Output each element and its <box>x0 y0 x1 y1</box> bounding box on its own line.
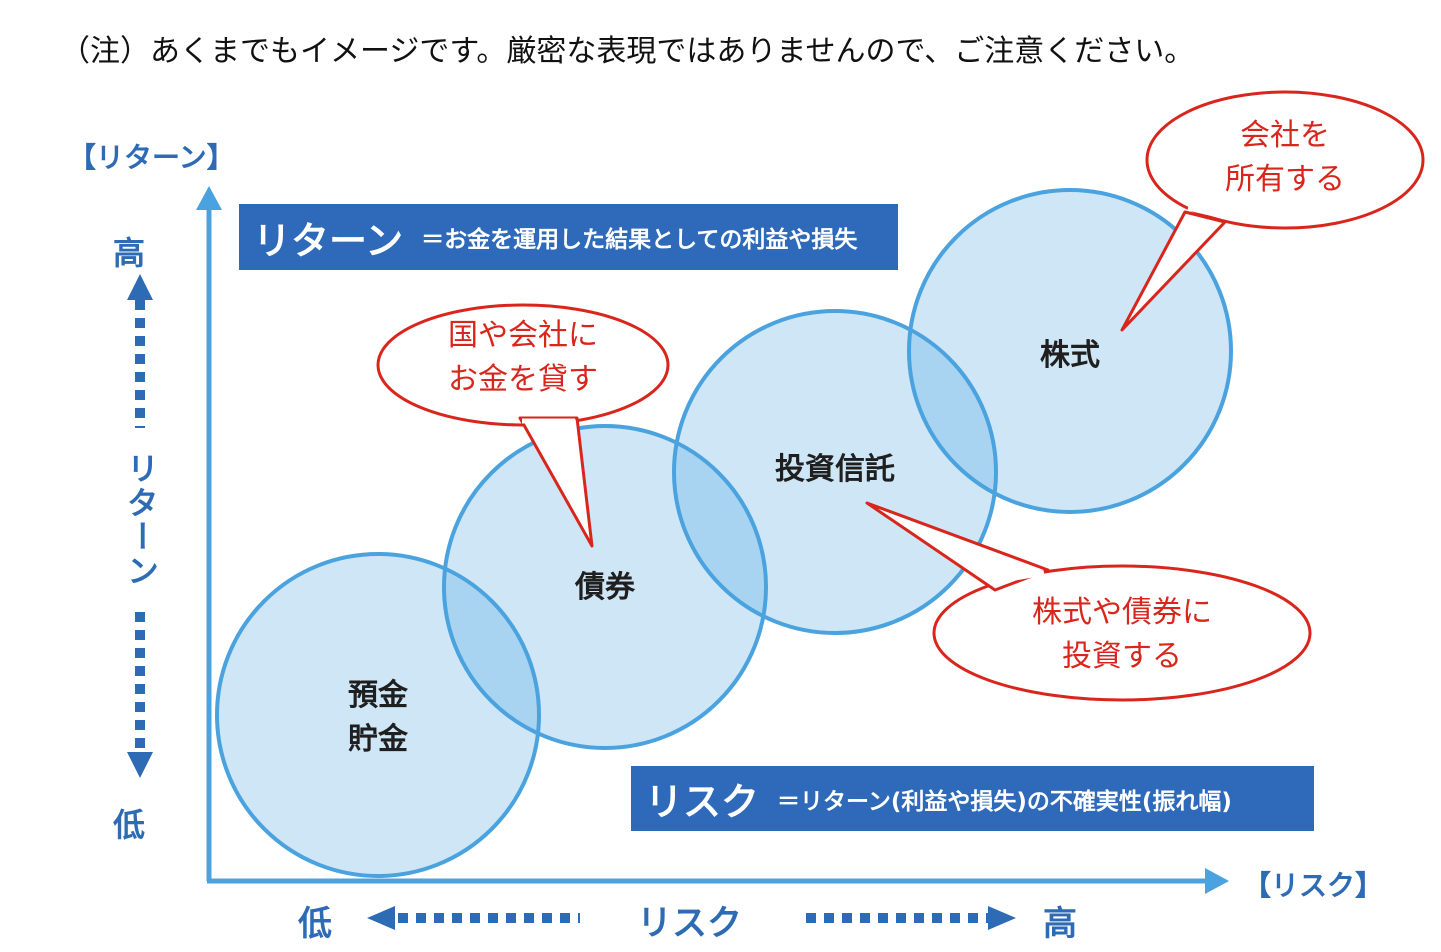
overlap-bonds-funds <box>674 426 766 633</box>
x-axis <box>207 868 1229 894</box>
callout-bonds-line1: 国や会社に <box>448 318 598 353</box>
right-arrow-icon <box>988 906 1016 930</box>
callout-stocks-line1: 会社を <box>1240 118 1330 153</box>
callout-funds-text: 株式や債券に 投資する <box>1002 591 1242 679</box>
callout-stocks-line2: 所有する <box>1225 162 1345 197</box>
x-axis-title: 【リスク】 <box>1243 869 1384 902</box>
risk-definition-banner: リスク ＝リターン(利益や損失)の不確実性(振れ幅) <box>631 766 1314 831</box>
y-axis <box>196 186 222 881</box>
risk-term: リスク <box>645 780 760 824</box>
x-axis-risk-arrow <box>367 906 1016 930</box>
x-axis-arrowhead <box>1205 868 1229 894</box>
x-axis-high-label: 高 <box>1043 904 1077 944</box>
callout-bonds-line2: お金を貸す <box>448 362 598 397</box>
left-arrow-icon <box>367 906 395 930</box>
circles <box>215 188 1233 878</box>
circle-deposits-label: 預金 貯金 <box>318 674 438 762</box>
circle-deposits-line2: 貯金 <box>348 722 408 757</box>
x-axis-label: リスク <box>637 904 743 944</box>
return-definition: ＝お金を運用した結果としての利益や損失 <box>421 227 858 253</box>
return-definition-banner: リターン ＝お金を運用した結果としての利益や損失 <box>239 204 898 270</box>
y-axis-high-label: 高 <box>113 234 146 272</box>
disclaimer-note: （注）あくまでもイメージです。厳密な表現ではありませんので、ご注意ください。 <box>60 34 1195 69</box>
return-term: リターン <box>253 218 404 263</box>
y-axis-label: リターン <box>122 452 160 588</box>
callout-funds-line2: 投資する <box>1062 639 1182 674</box>
down-arrow-icon <box>127 752 153 778</box>
circle-funds-label: 投資信託 <box>775 452 895 487</box>
y-axis-low-label: 低 <box>113 806 146 844</box>
circle-stocks-label: 株式 <box>1040 338 1100 373</box>
x-axis-low-label: 低 <box>298 904 332 944</box>
y-axis-arrowhead <box>196 186 222 210</box>
circle-bonds-label: 債券 <box>575 570 635 605</box>
y-axis-return-arrow <box>127 274 153 778</box>
callout-bonds <box>376 303 670 548</box>
callout-funds-line1: 株式や債券に <box>1032 595 1212 630</box>
callout-stocks-text: 会社を 所有する <box>1185 114 1385 202</box>
risk-definition: ＝リターン(利益や損失)の不確実性(振れ幅) <box>777 788 1232 815</box>
up-arrow-icon <box>127 274 153 300</box>
y-axis-title: 【リターン】 <box>68 141 235 174</box>
circle-deposits-line1: 預金 <box>348 678 408 713</box>
callout-bonds-text: 国や会社に お金を貸す <box>423 314 623 402</box>
callout-funds <box>865 501 1312 702</box>
callout-stocks <box>1120 90 1425 332</box>
overlap-deposits-bonds <box>444 554 539 748</box>
